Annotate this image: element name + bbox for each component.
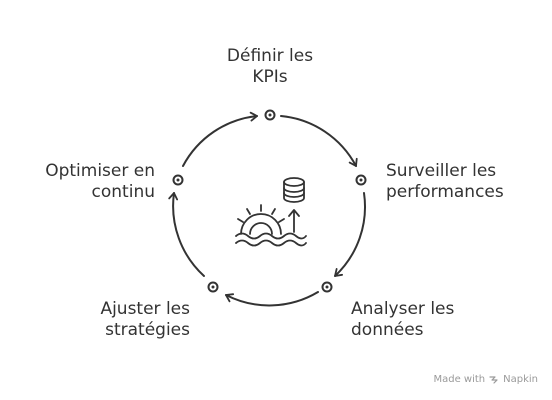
step-5-line-1: Optimiser en bbox=[45, 161, 155, 181]
arrow-up-icon bbox=[288, 209, 300, 233]
step-5-line-2: continu bbox=[91, 182, 155, 202]
node-dot-3 bbox=[321, 281, 333, 293]
napkin-logo-icon bbox=[489, 375, 498, 384]
node-dot-4 bbox=[207, 281, 219, 293]
step-label-3: Analyser les données bbox=[351, 299, 454, 341]
step-3-line-2: données bbox=[351, 320, 424, 340]
step-3-line-1: Analyser les bbox=[351, 299, 455, 319]
step-label-4: Ajuster les stratégies bbox=[70, 299, 190, 341]
step-label-1: Définir les KPIs bbox=[210, 46, 330, 88]
node-dot-5 bbox=[172, 174, 184, 186]
node-dot-2 bbox=[355, 174, 367, 186]
step-label-2: Surveiller les performances bbox=[386, 161, 504, 203]
step-1-line-2: KPIs bbox=[252, 67, 288, 87]
arc-step4-to-step5 bbox=[168, 192, 205, 277]
made-with-text: Made with bbox=[433, 374, 486, 385]
napkin-brand-text: Napkin bbox=[503, 374, 538, 385]
made-with-napkin-footer[interactable]: Made with Napkin bbox=[433, 374, 538, 385]
arc-step3-to-step4 bbox=[225, 291, 319, 307]
step-2-line-2: performances bbox=[386, 182, 504, 202]
step-4-line-1: Ajuster les bbox=[100, 299, 190, 319]
node-dot-1 bbox=[264, 109, 276, 121]
step-4-line-2: stratégies bbox=[105, 320, 190, 340]
arc-step5-to-step1 bbox=[182, 111, 258, 167]
database-icon bbox=[283, 177, 305, 203]
arc-step2-to-step3 bbox=[334, 192, 366, 277]
step-1-line-1: Définir les bbox=[226, 46, 314, 66]
waves-icon bbox=[235, 232, 307, 247]
step-2-line-1: Surveiller les bbox=[386, 161, 497, 181]
center-illustration bbox=[235, 177, 307, 247]
step-label-5: Optimiser en continu bbox=[20, 161, 155, 203]
arc-step1-to-step2 bbox=[280, 115, 358, 167]
gear-icon bbox=[237, 204, 285, 235]
